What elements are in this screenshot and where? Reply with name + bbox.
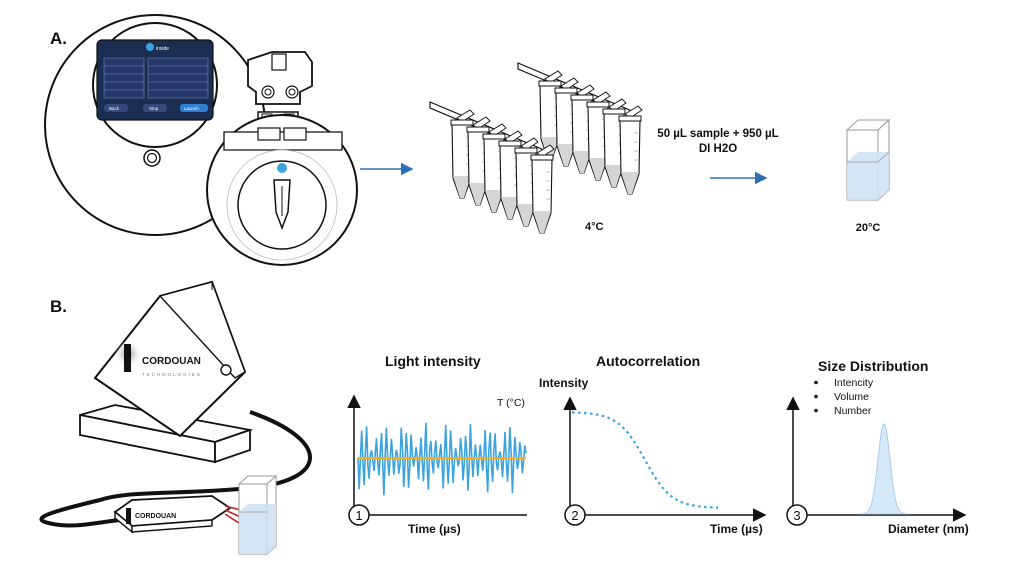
bullet-dot-icon: [814, 408, 818, 413]
size-distribution-peak: [858, 423, 910, 515]
light-intensity-plot: Light intensity T (°C) 1 Time (µs): [347, 353, 527, 536]
step-2-badge: [564, 504, 586, 526]
dilution-label-line2: DI H2O: [699, 143, 737, 155]
distribution-type-item: Volume: [834, 391, 869, 403]
autocorrelation-curve: [571, 411, 719, 509]
intensity-trace: [357, 422, 527, 496]
step-2-number: 2: [571, 508, 578, 523]
distribution-type-item: Number: [834, 405, 872, 417]
cold-storage-label: 4°C: [585, 221, 604, 233]
tube-strip: [429, 101, 555, 234]
distribution-type-item: Intencity: [834, 377, 874, 389]
pcr-tube-icon: [618, 105, 643, 195]
pcr-tube-icon: [514, 137, 539, 227]
dls-instrument-head: CORDOUAN TECHNOLOGIES: [93, 280, 247, 438]
step-1-number: 1: [355, 508, 362, 523]
dilution-label-line1: 50 µL sample + 950 µL: [657, 128, 778, 140]
pcr-tube-icon: [450, 109, 475, 199]
brand-logo-icon: [277, 163, 287, 173]
instrument-touchscreen: inside Back Stop Launch: [96, 39, 214, 121]
sample-preparation-instrument: inside Back Stop Launch: [44, 14, 266, 236]
panel-a-label: A.: [50, 29, 67, 48]
pcr-tube-icon: [498, 130, 523, 220]
panel-b-label: B.: [50, 297, 67, 316]
plot3-title: Size Distribution: [818, 358, 928, 374]
cuvette-temperature-label: 20°C: [856, 222, 881, 234]
screen-back-button: [104, 104, 128, 112]
pcr-tube-icon: [602, 98, 627, 188]
step-3-number: 3: [793, 508, 800, 523]
step-3-badge: [786, 504, 808, 526]
pcr-tube-icon: [554, 77, 579, 167]
cuvette-icon: [845, 118, 891, 202]
remote-probe: CORDOUAN: [113, 495, 232, 534]
bullet-dot-icon: [814, 380, 818, 385]
screen-stop-label: Stop: [149, 106, 159, 111]
pcr-tube-icon: [530, 144, 555, 234]
zoom-detail-circle: [206, 114, 358, 266]
screen-launch-button: [180, 104, 208, 112]
pcr-tube-icon: [466, 116, 491, 206]
plot1-temperature-annotation: T (°C): [497, 397, 525, 409]
step-1-badge: [348, 504, 370, 526]
fiber-optic-cable: [39, 410, 312, 528]
autocorrelation-plot: Autocorrelation Intensity 2 Time (µs): [539, 353, 767, 536]
plot3-x-label: Diameter (nm): [888, 522, 969, 536]
instrument-brand: CORDOUAN: [142, 356, 201, 367]
bullet-dot-icon: [814, 394, 818, 399]
brand-logo-icon: [126, 508, 131, 524]
plot2-title: Autocorrelation: [596, 353, 700, 369]
indicator-light-icon: [220, 364, 232, 376]
screen-back-label: Back: [109, 106, 120, 111]
plot2-x-label: Time (µs): [710, 522, 763, 536]
probe-brand: CORDOUAN: [135, 513, 176, 520]
size-distribution-plot: Size Distribution IntencityVolumeNumber …: [786, 358, 969, 536]
screen-launch-label: Launch: [184, 106, 199, 111]
plot1-title: Light intensity: [385, 353, 481, 369]
pcr-tube-strips: [429, 62, 643, 234]
screen-stop-button: [143, 104, 167, 112]
plot2-y-label: Intensity: [539, 376, 589, 390]
screen-logo-text: inside: [156, 46, 169, 52]
measurement-cuvette-icon: [237, 474, 278, 556]
pcr-tube-icon: [570, 84, 595, 174]
instrument-subtext: TECHNOLOGIES: [142, 372, 202, 377]
plot1-x-label: Time (µs): [408, 522, 461, 536]
brand-logo-icon: [146, 43, 154, 51]
